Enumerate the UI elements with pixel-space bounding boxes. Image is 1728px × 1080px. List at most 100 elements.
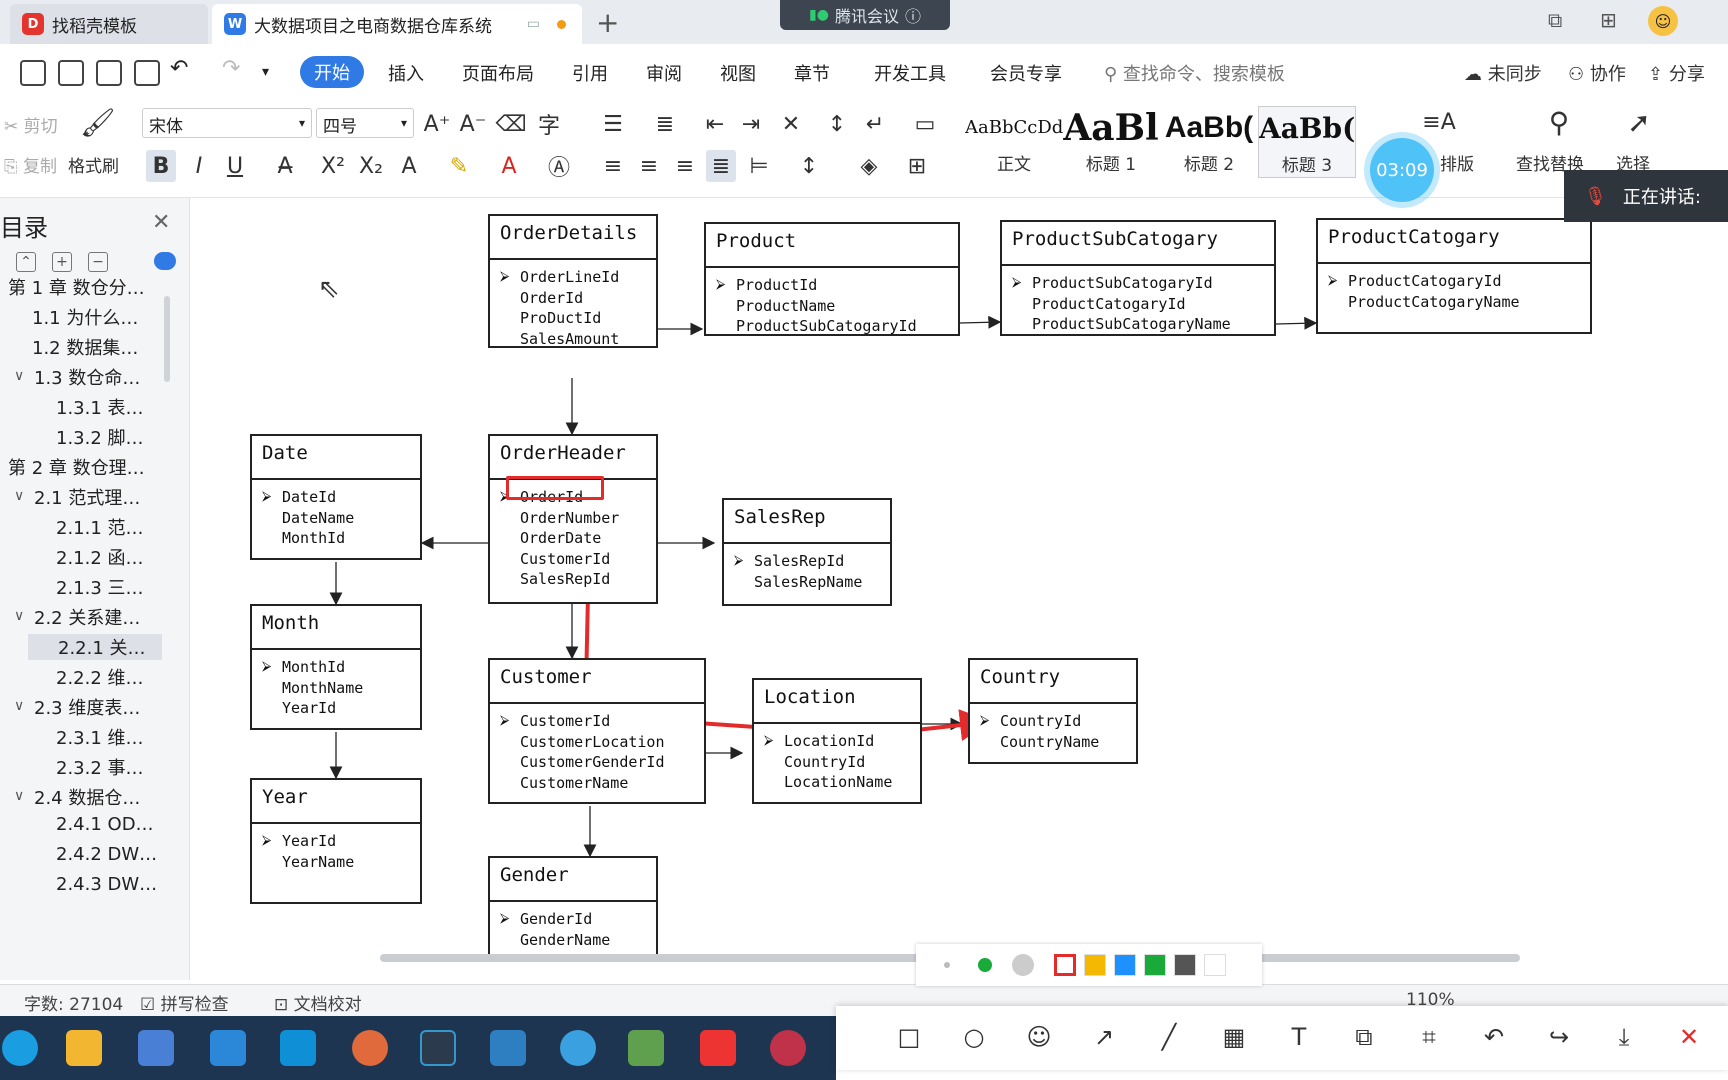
align-center-icon[interactable]: ≡ (639, 153, 659, 179)
toc-item[interactable]: 2.1.1 范… (56, 518, 144, 539)
style-heading-3[interactable]: AaBb( 标题 3 (1258, 106, 1356, 178)
tab-document[interactable]: W 大数据项目之电商数据仓库系统 ▭ (212, 4, 582, 44)
entity-location[interactable]: Location LocationId CountryId LocationNa… (752, 678, 922, 804)
char-border-icon[interactable]: Ⓐ (547, 156, 570, 181)
tab-view[interactable]: 视图 (720, 64, 756, 85)
avatar[interactable]: ☺ (1648, 6, 1678, 36)
underline-icon[interactable]: U (226, 153, 244, 179)
command-search[interactable]: ⚲ 查找命令、搜索模板 (1104, 60, 1285, 86)
toc-item[interactable]: 2.4.3 DW… (56, 874, 158, 895)
bullet-list-icon[interactable]: ☰ (603, 111, 623, 137)
pen-icon[interactable]: ╱ (1161, 1023, 1177, 1051)
minus-icon[interactable]: − (88, 252, 108, 272)
close-icon[interactable]: ✕ (152, 210, 171, 235)
info-icon[interactable]: ⓘ (904, 7, 921, 26)
numbered-list-icon[interactable]: ≣ (655, 111, 675, 137)
toc-item[interactable]: 2.1.3 三… (56, 578, 144, 599)
notepad-icon[interactable] (628, 1030, 664, 1066)
cut-button[interactable]: ✂ 剪切 (4, 117, 58, 137)
toc-item[interactable]: 第 2 章 数仓理… (8, 458, 145, 479)
toc-item[interactable]: 2.2.1 关… (28, 634, 162, 660)
export-pdf-icon[interactable] (58, 60, 84, 86)
highlight-icon[interactable]: ✎ (449, 153, 469, 179)
share-button[interactable]: ⇪ 分享 (1648, 60, 1705, 86)
chinese-layout-icon[interactable]: ✕ (781, 111, 801, 137)
save-icon[interactable] (20, 60, 46, 86)
tab-docer-templates[interactable]: D 找稻壳模板 (10, 4, 208, 44)
color-swatch[interactable] (1144, 954, 1166, 976)
circle-icon[interactable]: ○ (963, 1023, 985, 1051)
entity-date[interactable]: Date DateId DateName MonthId (250, 434, 422, 560)
entity-productcatogary[interactable]: ProductCatogary ProductCatogaryId Produc… (1316, 218, 1592, 334)
decrease-indent-icon[interactable]: ⇤ (705, 111, 725, 137)
line-spacing-icon[interactable]: ↕ (799, 153, 819, 179)
border-icon[interactable]: ⊞ (907, 153, 927, 179)
mail-icon[interactable] (210, 1030, 246, 1066)
database-icon[interactable] (770, 1030, 806, 1066)
entity-productsubcatogary[interactable]: ProductSubCatogary ProductSubCatogaryId … (1000, 220, 1276, 336)
document-canvas[interactable]: OrderDetails OrderLineId OrderId ProDuct… (192, 198, 1728, 962)
justify-icon[interactable]: ≣ (706, 150, 736, 182)
toc-item[interactable]: 1.3.1 表… (56, 398, 144, 419)
text-effect-icon[interactable]: A (401, 153, 417, 179)
print-preview-icon[interactable] (134, 60, 160, 86)
sort-icon[interactable]: ↕ (827, 111, 847, 137)
toc-item[interactable]: 2.3.1 维… (56, 728, 144, 749)
distribute-icon[interactable]: ⊨ (749, 153, 769, 179)
entity-salesrep[interactable]: SalesRep SalesRepId SalesRepName (722, 498, 892, 606)
share-icon[interactable]: ↪ (1548, 1023, 1570, 1051)
color-swatch[interactable] (1204, 954, 1226, 976)
crop-icon[interactable]: ⌗ (1422, 1023, 1436, 1051)
strikethrough-icon[interactable]: A̶ (277, 153, 293, 179)
file-explorer-icon[interactable] (66, 1030, 102, 1066)
tab-references[interactable]: 引用 (572, 64, 608, 85)
tab-member[interactable]: 会员专享 (990, 64, 1062, 85)
layout-label[interactable]: 排版 (1440, 155, 1474, 175)
text-icon[interactable]: T (1291, 1023, 1307, 1051)
entity-year[interactable]: Year YearId YearName (250, 778, 422, 904)
size-large-dot[interactable] (1012, 954, 1034, 976)
style-heading-1[interactable]: AaBl 标题 1 (1062, 106, 1160, 178)
format-painter-label[interactable]: 格式刷 (68, 157, 119, 177)
new-tab-button[interactable]: + (596, 6, 620, 39)
tab-ruler-icon[interactable]: ▭ (914, 111, 936, 137)
toc-item[interactable]: 2.2 关系建… (34, 608, 141, 629)
grow-font-icon[interactable]: A⁺ (423, 111, 451, 137)
tab-developer[interactable]: 开发工具 (874, 64, 946, 85)
color-swatch[interactable] (1084, 954, 1106, 976)
tab-page-layout[interactable]: 页面布局 (462, 64, 534, 85)
vm-icon[interactable] (280, 1030, 316, 1066)
size-small-dot[interactable] (944, 962, 950, 968)
toc-item[interactable]: 2.3 维度表… (34, 698, 141, 719)
ai-assistant-icon[interactable] (154, 252, 176, 270)
tab-insert[interactable]: 插入 (388, 64, 424, 85)
entity-country[interactable]: Country CountryId CountryName (968, 658, 1138, 764)
datagrip-icon[interactable] (420, 1030, 456, 1066)
style-heading-2[interactable]: AaBb( 标题 2 (1160, 106, 1258, 178)
terminal-icon[interactable] (352, 1030, 388, 1066)
collab-button[interactable]: ⚇ 协作 (1568, 60, 1626, 86)
meeting-timer[interactable]: 03:09 (1370, 138, 1434, 202)
toc-item[interactable]: 2.4 数据仓… (34, 788, 141, 809)
color-swatch[interactable] (1174, 954, 1196, 976)
tab-review[interactable]: 审阅 (646, 64, 682, 85)
find-icon[interactable]: ⚲ (1548, 105, 1570, 139)
window-layout-icon[interactable]: ⧉ (1548, 8, 1563, 32)
size-medium-dot[interactable] (978, 958, 992, 972)
toc-item[interactable]: 2.4.1 OD… (56, 814, 154, 835)
tencent-meeting-bar[interactable]: ▮● 腾讯会议 ⓘ (780, 0, 950, 30)
emoji-icon[interactable]: ☺ (1026, 1023, 1052, 1051)
chevron-down-icon[interactable]: ∨ (14, 788, 25, 804)
style-normal[interactable]: AaBbCcDd 正文 (965, 106, 1063, 178)
toc-item[interactable]: 2.2.2 维… (56, 668, 144, 689)
store-icon[interactable] (138, 1030, 174, 1066)
chevron-down-icon[interactable]: ∨ (14, 368, 25, 384)
font-color-icon[interactable]: A (501, 153, 517, 179)
entity-product[interactable]: Product ProductId ProductName ProductSub… (704, 222, 960, 336)
doc-check-button[interactable]: ⊡ 文档校对 (274, 995, 362, 1015)
copy-icon[interactable]: ⧉ (1355, 1023, 1373, 1051)
spell-check-button[interactable]: ☑ 拼写检查 (140, 995, 229, 1015)
toc-item[interactable]: 1.1 为什么… (32, 308, 139, 329)
sync-button[interactable]: ☁ 未同步 (1464, 60, 1542, 86)
undo-icon[interactable]: ↶ (1483, 1023, 1505, 1051)
